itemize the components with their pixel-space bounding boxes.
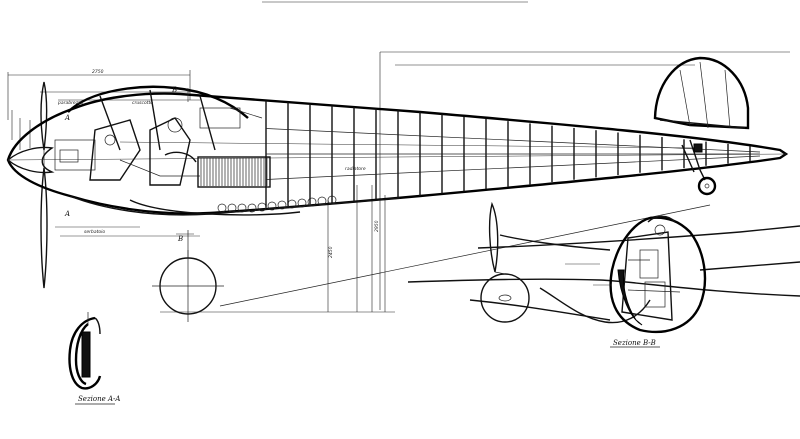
main-wheel xyxy=(152,230,224,322)
section-b-b: Sezione B-B xyxy=(609,215,707,348)
vertical-tail xyxy=(653,56,750,130)
cut-b-bottom-mark: B xyxy=(177,235,183,243)
callout-labels: parabrezza cruscotto radiatore serbatoio xyxy=(55,100,612,286)
fuselage-frames xyxy=(265,100,761,208)
cut-a-top-mark: A xyxy=(64,114,70,122)
fuselage-longeron xyxy=(265,128,761,153)
belly-ribs xyxy=(217,195,337,213)
dimension-2950: 2950 xyxy=(374,220,380,232)
dimension-lines: 2750 2450 2950 xyxy=(7,1,790,313)
section-a-a: Sezione A-A xyxy=(68,312,120,405)
label-cruscotto: cruscotto xyxy=(132,100,153,106)
section-a-a-label: Sezione A-A xyxy=(78,395,120,403)
fuselage-side-view xyxy=(6,85,789,216)
label-radiatore: radiatore xyxy=(345,166,366,172)
dimension-2450: 2450 xyxy=(328,246,334,258)
cockpit-details xyxy=(54,107,263,186)
tail-wheel xyxy=(681,139,717,196)
label-parabrezza: parabrezza xyxy=(57,100,83,106)
propeller xyxy=(40,81,48,289)
section-b-b-label: Sezione B-B xyxy=(613,339,656,347)
label-serbatoio: serbatoio xyxy=(84,229,105,235)
cut-a-bottom-mark: A xyxy=(64,210,70,218)
front-view xyxy=(407,201,800,324)
cut-b-top-mark: B xyxy=(171,86,177,94)
dimension-2750: 2750 xyxy=(92,69,104,75)
fuselage-longeron xyxy=(265,155,761,180)
radiator xyxy=(197,156,271,188)
cut-markers: B B A A xyxy=(64,86,194,243)
